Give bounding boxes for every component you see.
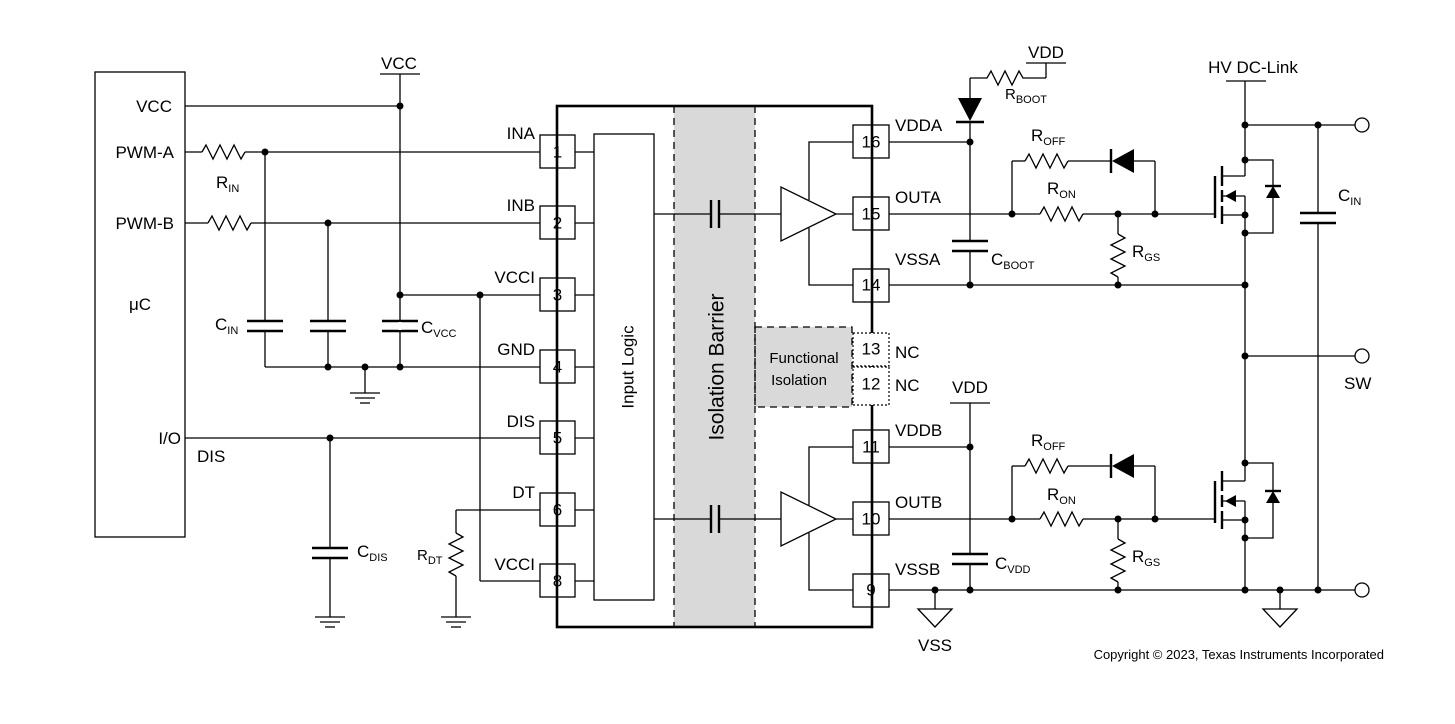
r-on-a-label: RON (1047, 179, 1076, 201)
pin-box-12 (852, 366, 890, 406)
c-boot-label: CBOOT (991, 250, 1035, 272)
pin-box-2 (539, 205, 576, 240)
pin-9-number: 9 (866, 581, 875, 600)
input-logic-label: Input Logic (619, 325, 638, 409)
pin-4-number: 4 (553, 358, 562, 377)
pin-4-name: GND (497, 340, 535, 359)
pin-16-number: 16 (862, 133, 881, 152)
dis-net-label: DIS (197, 447, 225, 466)
pin-10-name: OUTB (895, 493, 942, 512)
sw-label: SW (1344, 374, 1371, 393)
vdd-low-label: VDD (952, 378, 988, 397)
gate-driver-ic: Input Logic Isolation Barrier Functional… (555, 104, 874, 629)
r-boot-label: RBOOT (1005, 86, 1047, 106)
functional-isolation-label-1: Functional (769, 350, 838, 367)
pin-2-name: INB (507, 196, 535, 215)
pin-3-name: VCCI (494, 268, 535, 287)
pin-box-13 (852, 332, 890, 367)
pin-9-name: VSSB (895, 560, 940, 579)
pin-5-number: 5 (553, 429, 562, 448)
ic-right-pins: 16 VDDA 15 OUTA 14 VSSA 13 NC 12 NC 11 V… (852, 116, 943, 608)
pin-box-6 (539, 492, 576, 527)
mcu-pin-io: I/O (158, 429, 181, 448)
pin-1-name: INA (507, 124, 536, 143)
pin-8-number: 8 (553, 572, 562, 591)
pin-14-name: VSSA (895, 250, 941, 269)
vdd-top-label: VDD (1028, 43, 1064, 62)
pin-12-name: NC (895, 376, 920, 395)
r-off-b-label: ROFF (1031, 431, 1066, 453)
pin-3-number: 3 (553, 286, 562, 305)
pin-box-1 (539, 134, 576, 169)
pin-8-name: VCCI (494, 555, 535, 574)
isolation-barrier-label: Isolation Barrier (706, 293, 729, 440)
ic-left-pins: 1 INA 2 INB 3 VCCI 4 GND 5 DIS 6 DT 8 VC… (494, 124, 576, 598)
r-on-b-label: RON (1047, 485, 1076, 507)
c-vcc-label: CVCC (421, 318, 457, 340)
c-in-left-label: CIN (215, 315, 238, 337)
mcu-pin-pwm-a: PWM-A (115, 143, 174, 162)
c-in-right-label: CIN (1338, 186, 1361, 208)
c-dis-label: CDIS (357, 542, 388, 564)
pin-5-name: DIS (507, 412, 535, 431)
functional-isolation-label-2: Isolation (771, 372, 827, 389)
pin-box-5 (539, 420, 576, 455)
vss-label: VSS (918, 636, 952, 655)
pin-10-number: 10 (862, 510, 881, 529)
mcu-pin-vcc: VCC (136, 97, 172, 116)
input-wiring: VCC RIN CIN CVCC (185, 54, 540, 628)
mcu-label: μC (129, 295, 151, 314)
r-in-label: RIN (216, 173, 239, 195)
pin-box-8 (539, 563, 576, 598)
r-gs-a-label: RGS (1132, 242, 1160, 264)
pin-13-number: 13 (862, 340, 881, 359)
mcu-pin-pwm-b: PWM-B (115, 214, 174, 233)
pin-11-number: 11 (862, 438, 880, 457)
r-gs-b-label: RGS (1132, 547, 1160, 569)
pin-11-name: VDDB (895, 421, 942, 440)
microcontroller: VCC PWM-A PWM-B μC I/O (94, 71, 186, 538)
gnd-terminal (1354, 582, 1370, 598)
r-off-a-label: ROFF (1031, 126, 1066, 148)
pin-box-4 (539, 349, 576, 384)
sw-terminal (1354, 348, 1370, 364)
pin-15-name: OUTA (895, 188, 942, 207)
pin-2-number: 2 (553, 214, 562, 233)
pin-14-number: 14 (862, 276, 881, 295)
pin-6-name: DT (512, 483, 535, 502)
sw-node: SW (1241, 233, 1371, 463)
low-side-stage: VDD CVDD VSS RON (889, 378, 1370, 655)
hv-terminal (1354, 117, 1370, 133)
pin-15-number: 15 (862, 205, 881, 224)
copyright-text: Copyright © 2023, Texas Instruments Inco… (1094, 647, 1384, 662)
pin-12-number: 12 (862, 375, 881, 394)
c-vdd-label: CVDD (995, 554, 1031, 576)
vcc-rail-label: VCC (381, 54, 417, 73)
high-side-stage: VDD RBOOT CBOOT RON (889, 43, 1370, 590)
pin-box-3 (539, 277, 576, 312)
pin-13-name: NC (895, 343, 920, 362)
pin-6-number: 6 (553, 501, 562, 520)
pin-16-name: VDDA (895, 116, 943, 135)
pin-1-number: 1 (553, 143, 562, 162)
hv-dc-link-label: HV DC-Link (1208, 58, 1298, 77)
r-dt-label: RDT (417, 547, 443, 567)
